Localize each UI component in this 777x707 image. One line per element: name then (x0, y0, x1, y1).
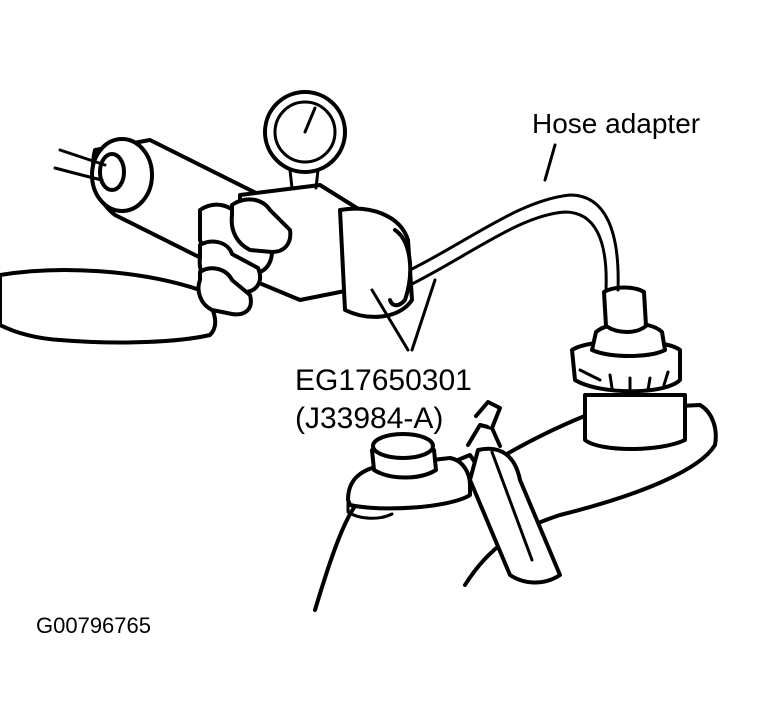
hand (0, 197, 293, 345)
hose-clamp (466, 400, 562, 585)
tool-alt-number-label: (J33984-A) (295, 402, 443, 435)
filler-neck-adapter (570, 285, 687, 451)
figure-id-label: G00796765 (36, 613, 151, 638)
hose-adapter-tube (408, 193, 620, 292)
tool-callout-leaders (370, 278, 437, 352)
hose-callout-leader (543, 143, 557, 182)
radiator-cap (346, 432, 472, 511)
hose-adapter-label: Hose adapter (532, 108, 700, 139)
tool-number-label: EG17650301 (295, 364, 472, 397)
